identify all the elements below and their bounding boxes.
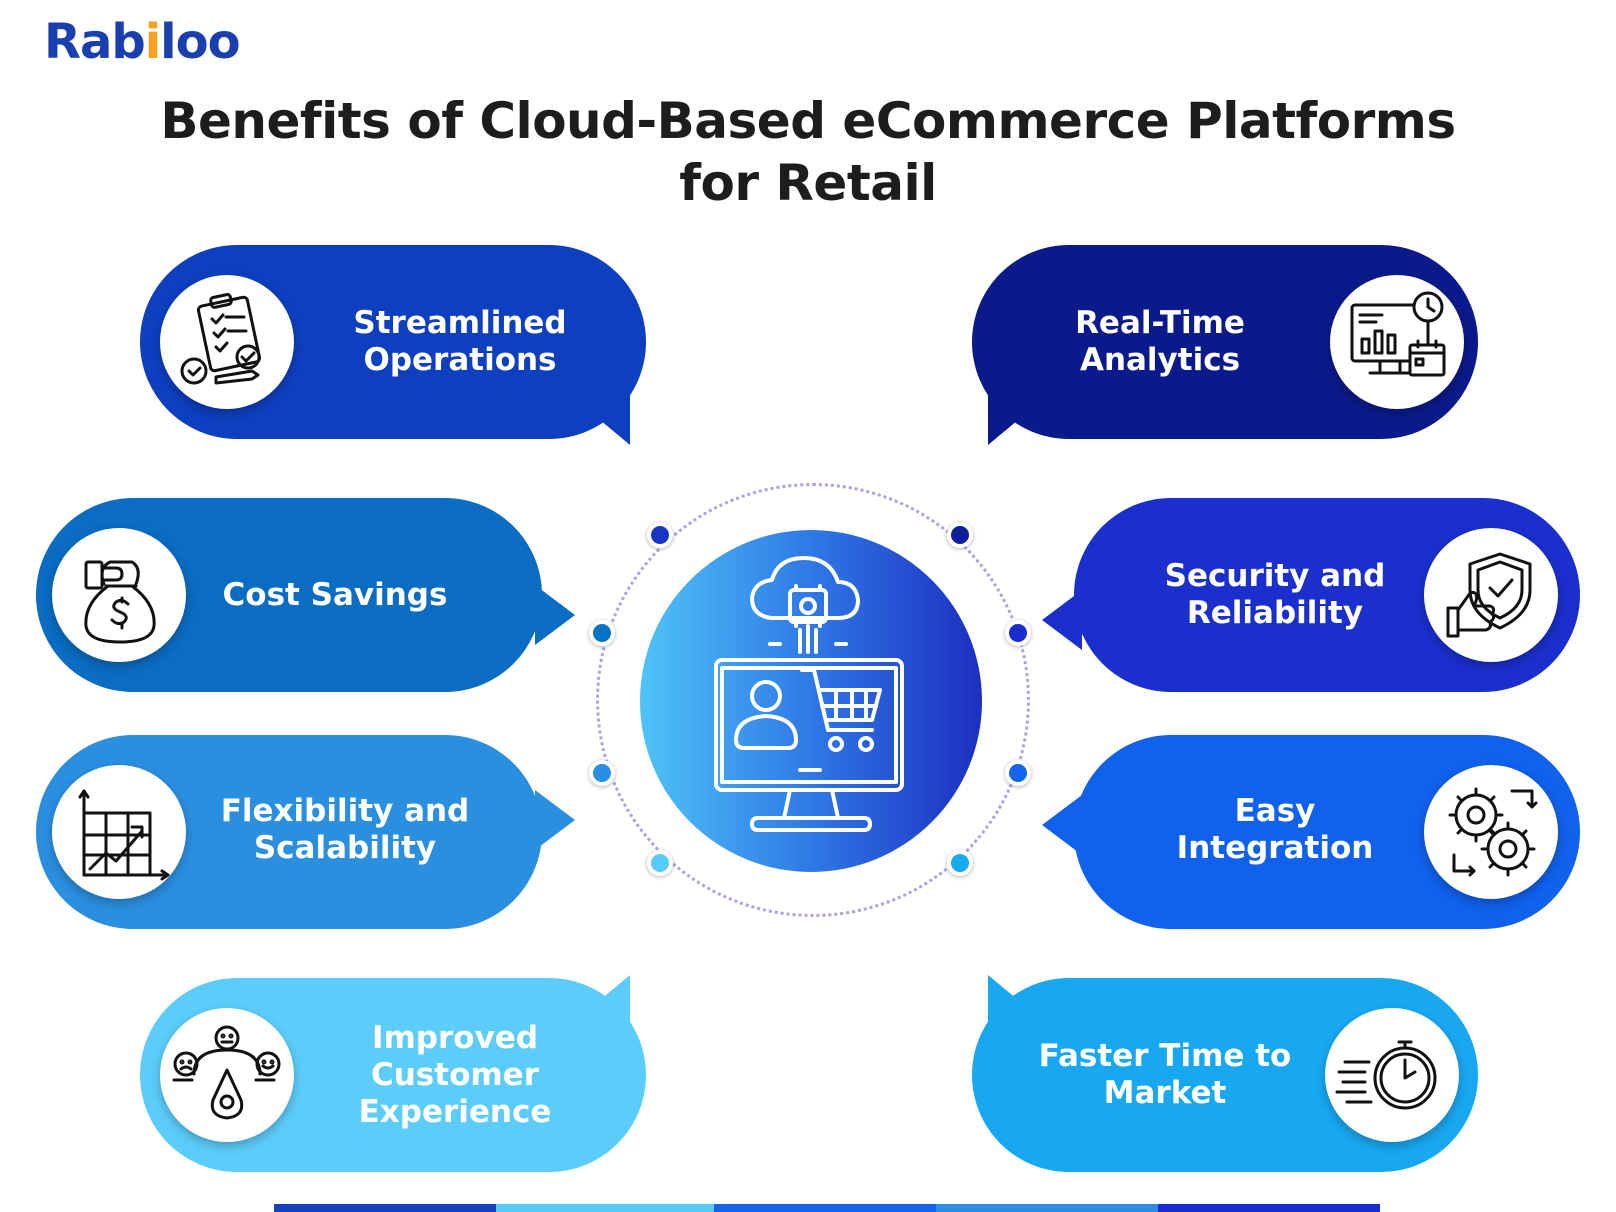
footer-bar-segment <box>936 1204 1158 1212</box>
marker-dot <box>947 522 973 548</box>
footer-bar-segment <box>274 1204 496 1212</box>
shield-thumbs-up-icon <box>1424 528 1558 662</box>
marker-dot <box>1005 620 1031 646</box>
stopwatch-icon <box>1325 1008 1459 1142</box>
gears-integration-icon <box>1424 765 1558 899</box>
marker-dot <box>589 760 615 786</box>
cloud-ecommerce-computer-icon <box>640 530 982 872</box>
analytics-dashboard-icon <box>1330 275 1464 409</box>
growth-chart-icon <box>52 765 186 899</box>
benefit-label-cost-savings: Cost Savings <box>222 576 448 613</box>
central-dotted-ring <box>596 483 1030 917</box>
marker-dot <box>947 850 973 876</box>
footer-bar-segment <box>496 1204 714 1212</box>
page-title-line-2: for Retail <box>679 154 937 212</box>
marker-dot <box>647 850 673 876</box>
page-title-line-1: Benefits of Cloud-Based eCommerce Platfo… <box>160 92 1456 150</box>
rabiloo-logo: Rabiloo <box>44 14 241 70</box>
footer-bar-segment <box>1158 1204 1380 1212</box>
money-bag-icon <box>52 528 186 662</box>
footer-bar-segment <box>714 1204 936 1212</box>
marker-dot <box>589 620 615 646</box>
marker-dot <box>1005 760 1031 786</box>
marker-dot <box>647 522 673 548</box>
customer-feedback-icon <box>160 1008 294 1142</box>
clipboard-checklist-icon <box>160 275 294 409</box>
